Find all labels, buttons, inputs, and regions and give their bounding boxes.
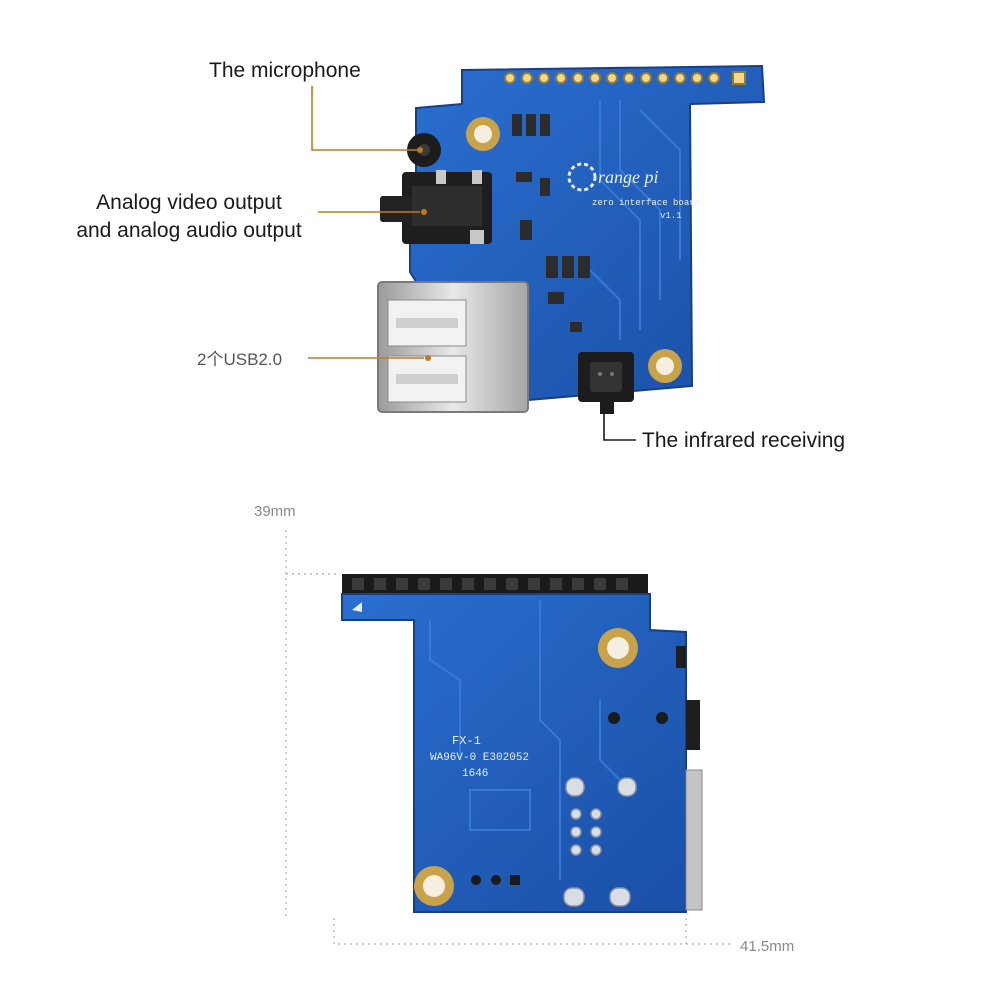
callout-video-label-line1: Analog video output	[96, 191, 282, 214]
callout-usb-label: 2个USB2.0	[197, 350, 283, 369]
callout-lines	[308, 86, 431, 361]
board-subtitle-text: zero interface board	[592, 198, 700, 208]
av-jack-component	[380, 170, 492, 244]
callout-line-infrared	[603, 402, 636, 441]
board-brand-text: range pi	[598, 167, 659, 187]
dimension-guides	[285, 530, 732, 945]
usb-ports-component	[377, 281, 529, 413]
callout-microphone-label: The microphone	[209, 59, 361, 82]
rear-board: FX-1 WA96V-0 E302052 1646	[341, 574, 703, 913]
width-dimension-label: 41.5mm	[740, 938, 795, 955]
rear-text-line1: FX-1	[452, 734, 481, 748]
callout-infrared-label: The infrared receiving	[642, 429, 846, 452]
height-dimension-label: 39mm	[254, 503, 296, 520]
callout-video-label-line2: and analog audio output	[76, 219, 302, 242]
width-dimension-line	[333, 918, 732, 945]
orange-pi-logo-icon	[567, 162, 597, 192]
rear-text-line2: WA96V-0 E302052	[430, 752, 529, 764]
front-board: range pi zero interface board v1.1	[377, 64, 766, 414]
rear-text-line3: 1646	[462, 768, 488, 780]
callout-line-microphone	[311, 86, 418, 151]
infrared-receiver-component	[578, 352, 634, 414]
front-header-pins	[504, 71, 746, 85]
board-version-text: v1.1	[660, 211, 682, 221]
microphone-component	[407, 133, 441, 167]
